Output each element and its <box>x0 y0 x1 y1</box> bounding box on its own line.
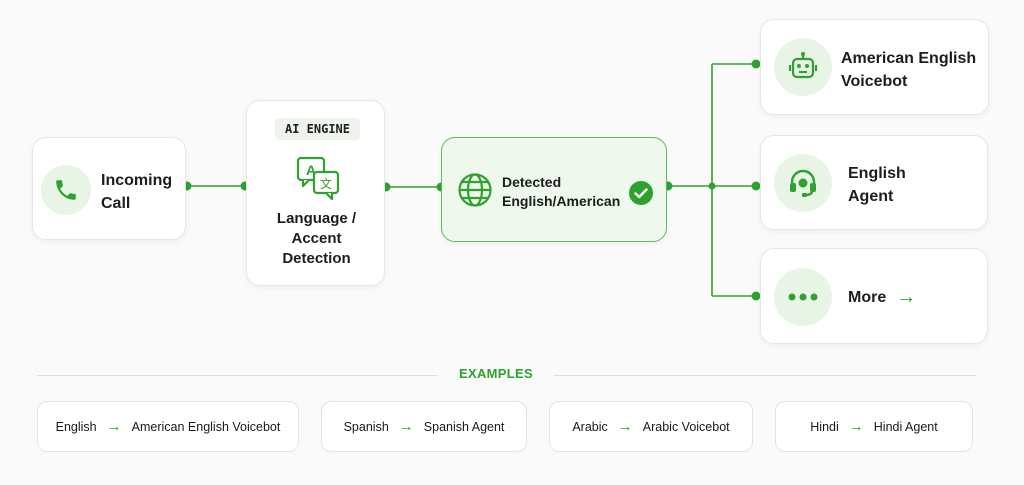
agent-label-line2: Agent <box>848 188 894 205</box>
arrow-right-icon: → <box>106 418 122 435</box>
example-from: Hindi <box>810 419 839 434</box>
arrow-right-icon: → <box>398 418 414 435</box>
example-card: Spanish → Spanish Agent <box>321 401 527 452</box>
engine-label-line2: Accent <box>291 230 342 247</box>
voicebot-label-line1: American English <box>841 50 977 67</box>
example-from: Arabic <box>572 419 608 434</box>
detected-label-line2: English/American <box>502 193 621 209</box>
example-card: Hindi → Hindi Agent <box>775 401 973 452</box>
example-from: Spanish <box>343 419 389 434</box>
globe-icon <box>457 172 493 208</box>
voicebot-node: American English Voicebot <box>760 19 989 115</box>
examples-title: EXAMPLES <box>459 366 533 381</box>
engine-label-line3: Detection <box>282 250 351 267</box>
svg-text:文: 文 <box>320 176 332 191</box>
arrow-right-icon: → <box>617 418 633 435</box>
engine-label-line1: Language / <box>276 210 357 227</box>
arrow-right-icon: → <box>896 286 917 308</box>
more-node[interactable]: More → <box>760 248 988 344</box>
more-label: More <box>848 289 887 306</box>
detected-label-line1: Detected <box>502 174 562 190</box>
example-to: Arabic Voicebot <box>642 419 730 434</box>
examples-divider-left <box>37 375 437 376</box>
incoming-label-line2: Call <box>101 195 131 212</box>
example-from: English <box>55 419 97 434</box>
ai-engine-badge: AI ENGINE <box>275 118 360 140</box>
example-card: Arabic → Arabic Voicebot <box>549 401 753 452</box>
svg-text:A: A <box>306 162 316 178</box>
robot-icon <box>774 38 832 96</box>
example-to: American English Voicebot <box>131 419 281 434</box>
agent-label-line1: English <box>848 165 906 182</box>
incoming-label-line1: Incoming <box>101 172 173 189</box>
arrow-right-icon: → <box>848 418 864 435</box>
ai-engine-node: AI ENGINE A 文 Language / Accent Detectio… <box>246 100 385 286</box>
incoming-call-node: Incoming Call <box>32 137 186 240</box>
phone-icon <box>41 165 91 215</box>
check-icon <box>629 181 653 205</box>
example-to: Spanish Agent <box>423 419 505 434</box>
example-to: Hindi Agent <box>873 419 938 434</box>
examples-divider-right <box>554 375 976 376</box>
translate-icon: A 文 <box>295 155 341 201</box>
example-card: English → American English Voicebot <box>37 401 299 452</box>
detected-node: Detected English/American <box>441 137 667 242</box>
ellipsis-icon <box>774 268 832 326</box>
agent-node: English Agent <box>760 135 988 230</box>
voicebot-label-line2: Voicebot <box>841 73 908 90</box>
headset-icon <box>774 154 832 212</box>
